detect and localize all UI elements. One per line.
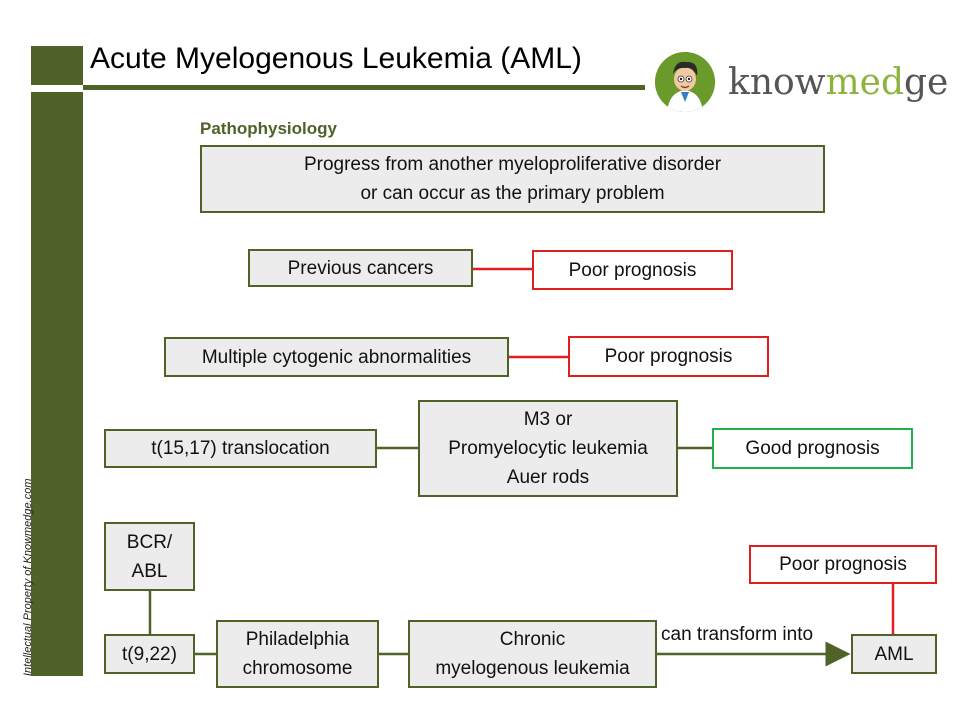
node-progress: Progress from another myeloproliferative… [200,145,825,213]
node-good-prognosis: Good prognosis [712,428,913,469]
node-t15-17: t(15,17) translocation [104,429,377,468]
sidebar-accent-top [31,46,83,85]
node-m3: M3 or Promyelocytic leukemia Auer rods [418,400,678,497]
brand-logo: knowmedge [728,62,949,103]
edge-label-transform: can transform into [661,624,814,645]
node-philadelphia: Philadelphia chromosome [216,620,379,688]
page-title: Acute Myelogenous Leukemia (AML) [90,42,582,75]
node-poor-prognosis-1: Poor prognosis [532,250,733,290]
node-previous-cancers: Previous cancers [248,249,473,287]
node-poor-prognosis-3: Poor prognosis [749,545,937,584]
node-poor-prognosis-2: Poor prognosis [568,336,769,377]
doctor-mascot-icon [655,52,715,112]
sidebar-accent [31,92,83,676]
node-bcr-abl: BCR/ ABL [104,522,195,591]
title-underline [83,85,645,90]
node-multiple-abnormalities: Multiple cytogenic abnormalities [164,337,509,377]
node-t9-22: t(9,22) [104,634,195,674]
node-cml: Chronic myelogenous leukemia [408,620,657,688]
section-heading: Pathophysiology [200,119,337,138]
node-aml: AML [851,634,937,674]
